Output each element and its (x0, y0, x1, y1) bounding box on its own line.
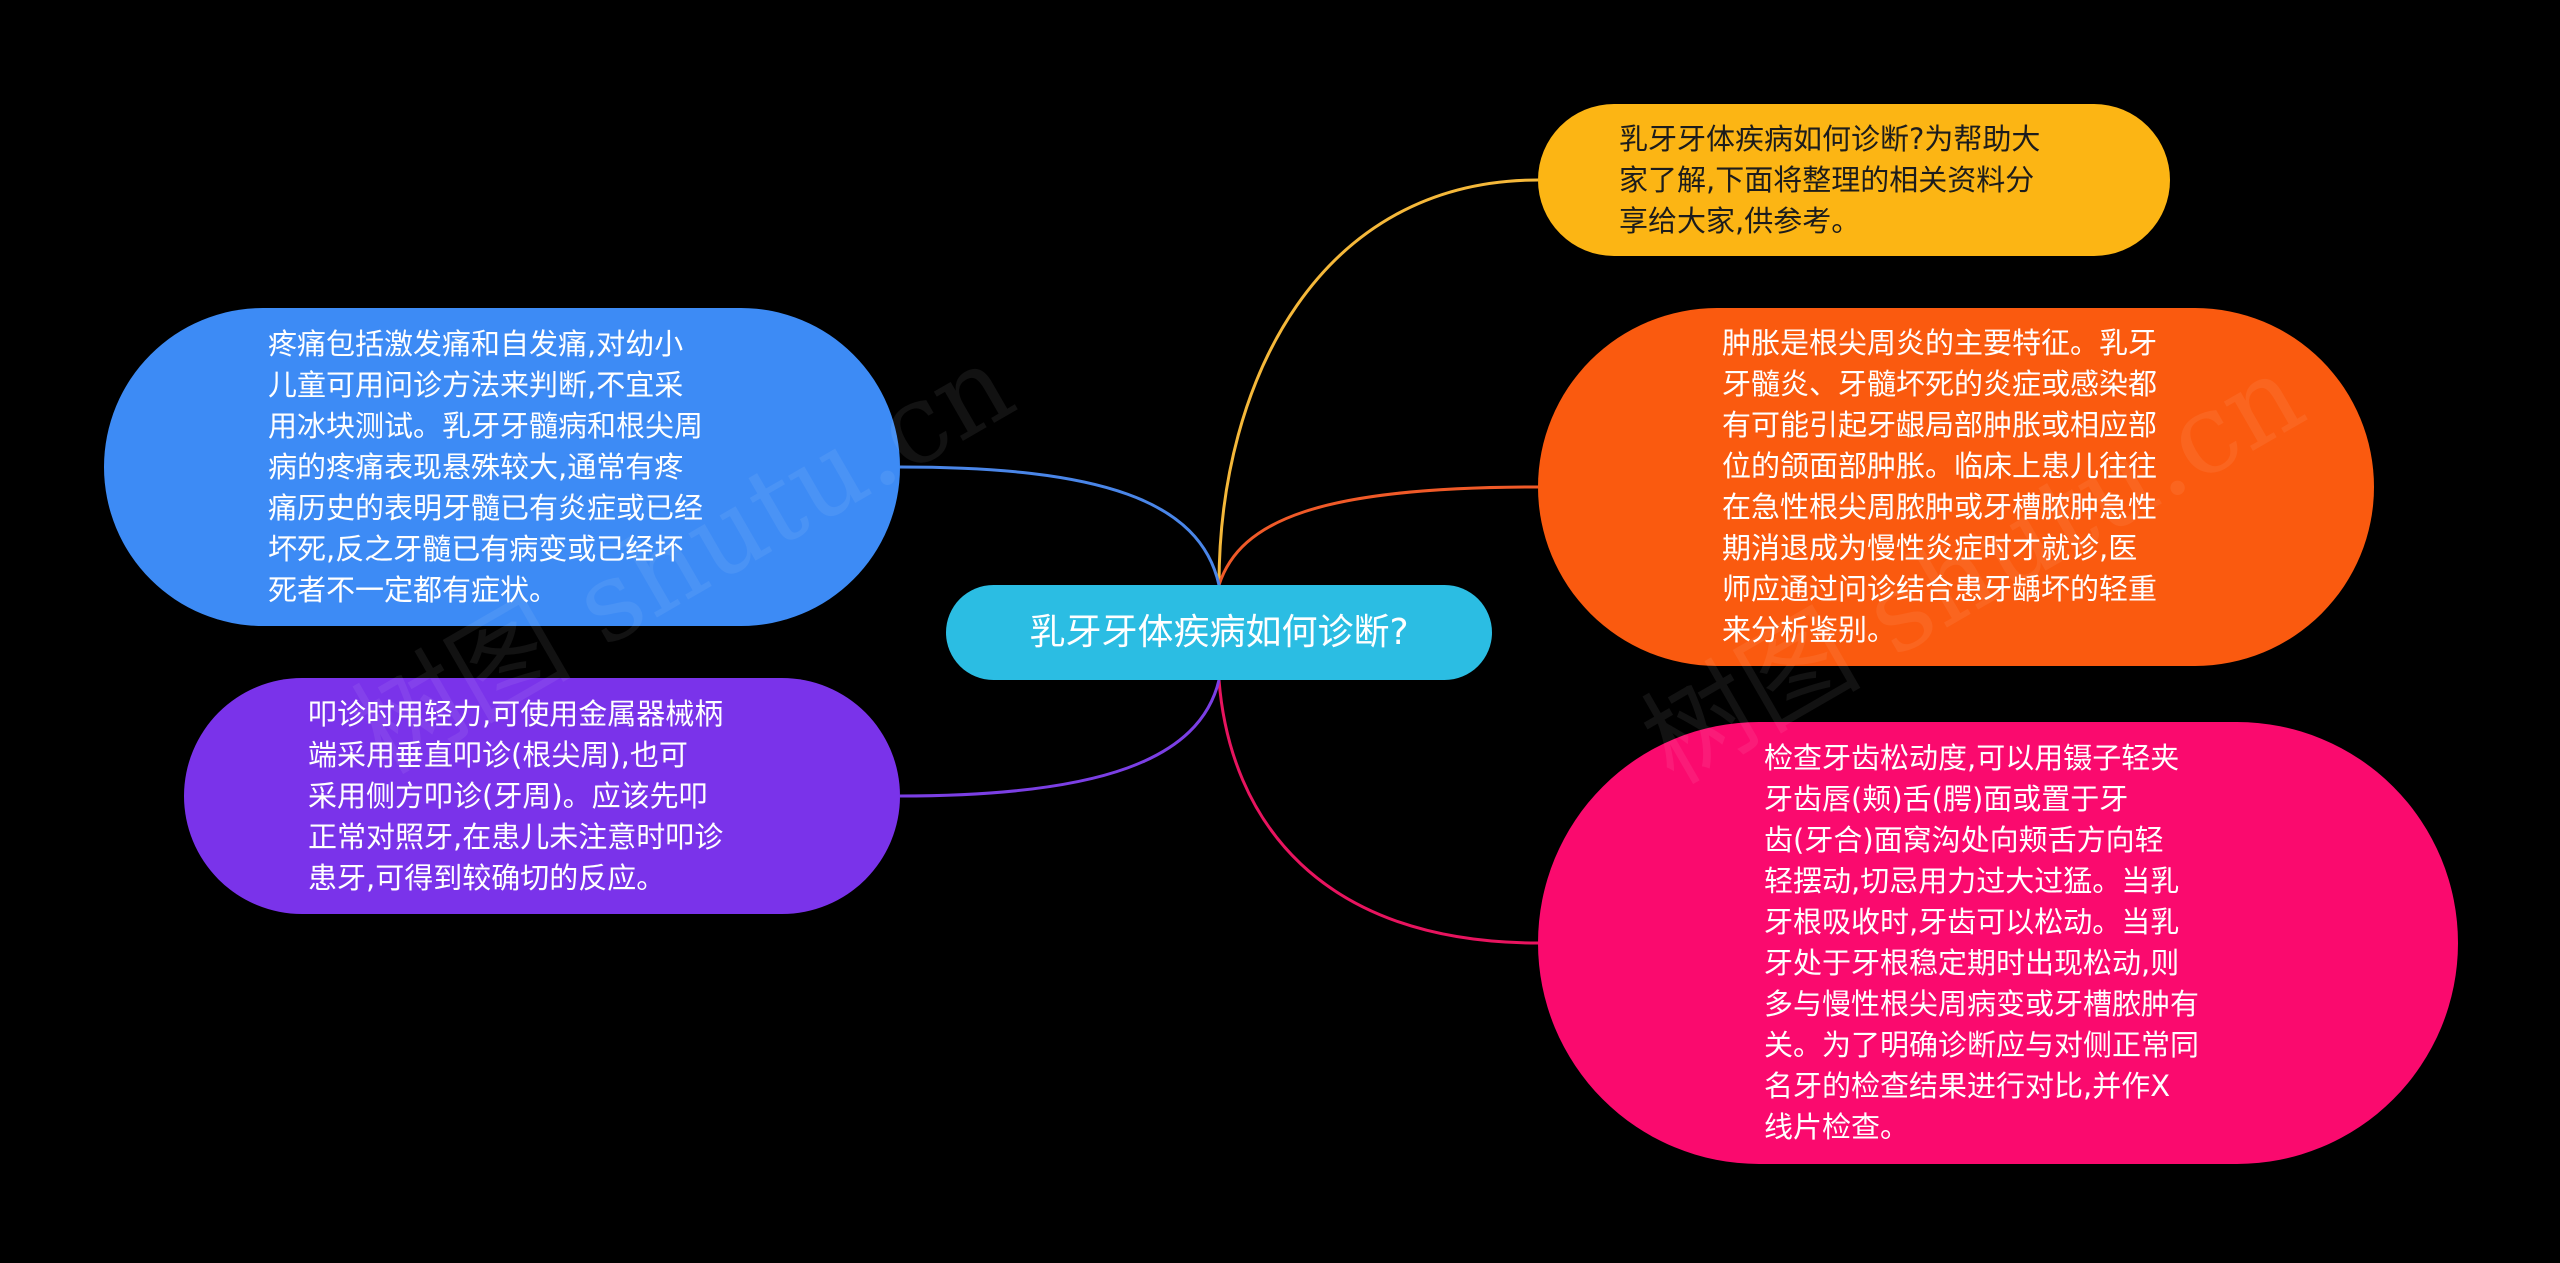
branch-text-mobility: 检查牙齿松动度,可以用镊子轻夹 牙齿唇(颊)舌(腭)面或置于牙 齿(牙合)面窝沟… (1764, 741, 2200, 1144)
branch-text-pain: 疼痛包括激发痛和自发痛,对幼小 儿童可用问诊方法来判断,不宜采 用冰块测试。乳牙… (268, 326, 704, 607)
connector-percussion (899, 679, 1221, 798)
central-topic-label: 乳牙牙体疾病如何诊断? (1029, 611, 1409, 653)
central-topic-node[interactable]: 乳牙牙体疾病如何诊断? (946, 585, 1492, 680)
branch-text-swelling: 肿胀是根尖周炎的主要特征。乳牙 牙髓炎、牙髓坏死的炎症或感染都 有可能引起牙龈局… (1722, 326, 2158, 647)
branch-node-mobility[interactable]: 检查牙齿松动度,可以用镊子轻夹 牙齿唇(颊)舌(腭)面或置于牙 齿(牙合)面窝沟… (1538, 722, 2458, 1164)
connector-intro (1217, 178, 1539, 586)
branch-text-percussion: 叩诊时用轻力,可使用金属器械柄 端采用垂直叩诊(根尖周),也可 采用侧方叩诊(牙… (308, 696, 724, 895)
branch-node-pain[interactable]: 疼痛包括激发痛和自发痛,对幼小 儿童可用问诊方法来判断,不宜采 用冰块测试。乳牙… (104, 308, 900, 626)
branch-node-percussion[interactable]: 叩诊时用轻力,可使用金属器械柄 端采用垂直叩诊(根尖周),也可 采用侧方叩诊(牙… (184, 678, 900, 914)
branch-node-intro[interactable]: 乳牙牙体疾病如何诊断?为帮助大 家了解,下面将整理的相关资料分 享给大家,供参考… (1538, 104, 2170, 256)
connector-pain (899, 465, 1221, 586)
branch-text-intro: 乳牙牙体疾病如何诊断?为帮助大 家了解,下面将整理的相关资料分 享给大家,供参考… (1619, 121, 2041, 238)
connector-swelling (1217, 485, 1539, 586)
connector-mobility (1217, 679, 1539, 945)
branch-node-swelling[interactable]: 肿胀是根尖周炎的主要特征。乳牙 牙髓炎、牙髓坏死的炎症或感染都 有可能引起牙龈局… (1538, 308, 2374, 666)
